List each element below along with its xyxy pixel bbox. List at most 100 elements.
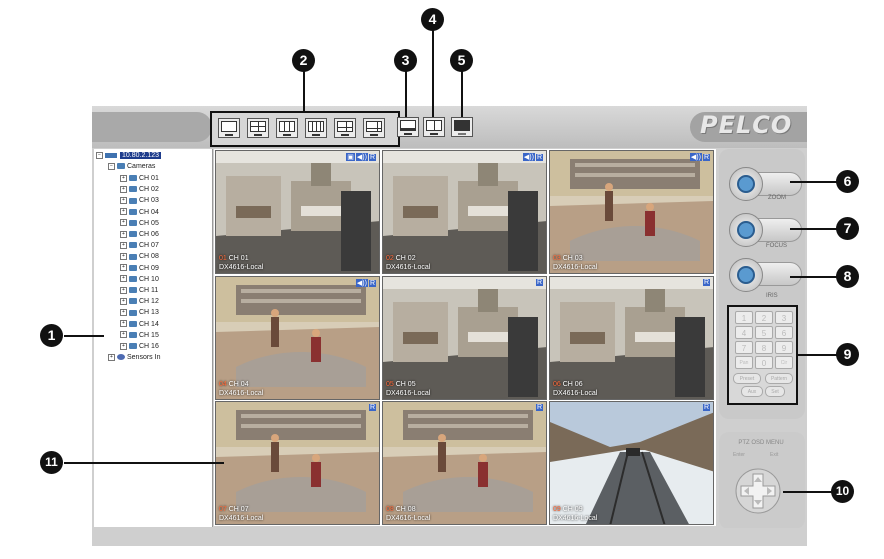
tile-status-icon: R <box>535 279 543 286</box>
callout-11-leader <box>64 462 224 464</box>
expand-icon[interactable]: + <box>120 197 127 205</box>
fullscreen-button[interactable] <box>451 117 473 137</box>
keypad-key[interactable]: 8 <box>755 341 773 354</box>
layout-4x4-button[interactable] <box>305 118 327 138</box>
layout-3x3-button[interactable] <box>276 118 298 138</box>
tree-host-node[interactable]: −10.80.2.123 <box>96 150 161 161</box>
tile-channel-label: 08 CH 08 <box>386 506 416 513</box>
expand-icon[interactable]: + <box>120 320 127 328</box>
collapse-icon[interactable]: − <box>96 151 103 159</box>
expand-icon[interactable]: + <box>120 309 127 317</box>
tile-device-label: DX4616-Local <box>219 390 264 397</box>
expand-icon[interactable]: + <box>120 208 127 216</box>
layout-1plus7-button[interactable] <box>363 118 385 138</box>
iris-button[interactable] <box>729 258 763 292</box>
tree-channel-item[interactable]: +CH 03 <box>120 195 159 206</box>
tree-channel-item[interactable]: +CH 09 <box>120 263 159 274</box>
expand-icon[interactable]: + <box>120 185 127 193</box>
tree-channel-item[interactable]: +CH 05 <box>120 218 159 229</box>
keypad-key[interactable]: Pan <box>735 356 753 369</box>
collapse-icon[interactable]: − <box>108 162 115 170</box>
channel-label: CH 04 <box>139 208 159 216</box>
layout-2x2-button[interactable] <box>247 118 269 138</box>
preset-button[interactable]: Preset <box>733 373 761 384</box>
set-button[interactable]: Set <box>765 386 785 397</box>
keypad-key[interactable]: 6 <box>775 326 793 339</box>
layout-button-group <box>210 111 400 147</box>
direction-pad-icon[interactable] <box>735 468 781 514</box>
layout-1x1-button[interactable] <box>218 118 240 138</box>
tree-channel-item[interactable]: +CH 02 <box>120 184 159 195</box>
expand-icon[interactable]: + <box>120 286 127 294</box>
expand-icon[interactable]: + <box>120 297 127 305</box>
tree-channel-item[interactable]: +CH 10 <box>120 274 159 285</box>
expand-icon[interactable]: + <box>108 353 115 361</box>
expand-icon[interactable]: + <box>120 219 127 227</box>
tree-sensors-node[interactable]: +Sensors In <box>108 352 160 363</box>
expand-icon[interactable]: + <box>120 275 127 283</box>
pattern-button[interactable]: Pattern <box>765 373 793 384</box>
tile-channel-name: CH 05 <box>395 381 416 388</box>
camera-tile[interactable]: ◀))R 04 CH 04 DX4616-Local <box>215 276 380 400</box>
tree-channel-item[interactable]: +CH 08 <box>120 251 159 262</box>
tile-channel-number: 04 <box>219 381 227 388</box>
tree-channel-item[interactable]: +CH 11 <box>120 285 158 296</box>
cameras-label: Cameras <box>127 163 156 170</box>
keypad-key[interactable]: 3 <box>775 311 793 324</box>
sequence-button[interactable] <box>397 117 419 137</box>
tree-channel-item[interactable]: +CH 07 <box>120 240 159 251</box>
status-bar <box>92 528 807 546</box>
callout-7: 7 <box>836 217 859 240</box>
tile-status-icons: ◀))R <box>355 279 376 287</box>
layout-1plus5-button[interactable] <box>334 118 356 138</box>
tree-channel-item[interactable]: +CH 13 <box>120 307 159 318</box>
expand-icon[interactable]: + <box>120 230 127 238</box>
tree-channel-item[interactable]: +CH 16 <box>120 341 159 352</box>
keypad-key[interactable]: 2 <box>755 311 773 324</box>
tree-channel-item[interactable]: + CH 04 <box>120 207 159 218</box>
tile-status-icon: ◀)) <box>355 153 368 161</box>
multi-monitor-button[interactable] <box>423 117 445 137</box>
expand-icon[interactable]: + <box>120 342 127 350</box>
focus-button[interactable] <box>729 213 763 247</box>
expand-icon[interactable]: + <box>120 264 127 272</box>
zoom-button[interactable] <box>729 167 763 201</box>
tree-channel-item[interactable]: +CH 12 <box>120 296 159 307</box>
expand-icon[interactable]: + <box>120 241 127 249</box>
keypad-key[interactable]: 7 <box>735 341 753 354</box>
camera-icon <box>129 186 137 193</box>
tree-channel-item[interactable]: +CH 01 <box>120 173 159 184</box>
aux-button[interactable]: Aux <box>741 386 763 397</box>
exit-button[interactable]: Exit <box>770 452 779 458</box>
expand-icon[interactable]: + <box>120 174 127 182</box>
keypad-key[interactable]: 9 <box>775 341 793 354</box>
keypad-key[interactable]: 1 <box>735 311 753 324</box>
enter-button[interactable]: Enter <box>733 452 745 458</box>
keypad-key[interactable]: Cir <box>775 356 793 369</box>
tree-channel-item[interactable]: +CH 06 <box>120 229 159 240</box>
tree-cameras-node[interactable]: − Cameras <box>108 161 155 172</box>
keypad-key[interactable]: 0 <box>755 356 773 369</box>
tile-status-icon: R <box>535 154 543 161</box>
expand-icon[interactable]: + <box>120 331 127 339</box>
tile-channel-label: 04 CH 04 <box>219 381 249 388</box>
callout-8-leader <box>790 276 840 278</box>
keypad-key[interactable]: 5 <box>755 326 773 339</box>
expand-icon[interactable]: + <box>120 253 127 261</box>
sensor-icon <box>117 354 125 361</box>
tree-channel-item[interactable]: +CH 15 <box>120 330 159 341</box>
tree-channel-item[interactable]: +CH 14 <box>120 319 159 330</box>
callout-8: 8 <box>836 265 859 288</box>
keypad-key[interactable]: 4 <box>735 326 753 339</box>
tile-channel-label: 09 CH 09 <box>553 506 583 513</box>
tile-status-icon: R <box>368 154 376 161</box>
